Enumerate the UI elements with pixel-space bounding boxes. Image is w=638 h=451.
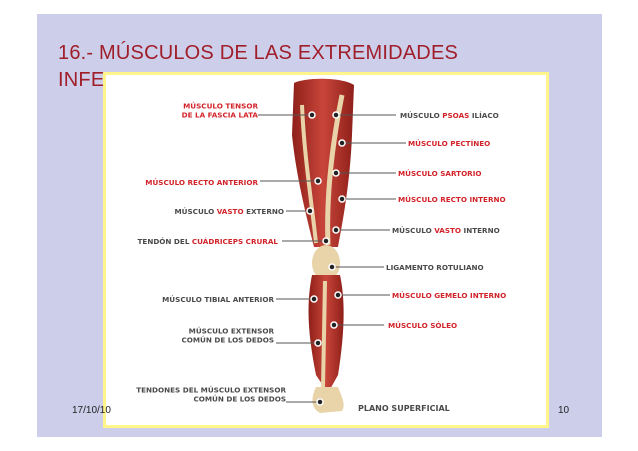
left-label-vasto-externo: MÚSCULO VASTO EXTERNO xyxy=(175,207,284,216)
label-text-segment: MÚSCULO xyxy=(400,111,442,120)
knee-patella xyxy=(312,245,340,281)
left-label-tendon-cuadriceps: TENDÓN DEL CUÁDRICEPS CRURAL xyxy=(138,237,279,246)
thigh-muscles xyxy=(292,78,354,248)
label-text-segment: VASTO xyxy=(217,207,244,216)
right-label-recto-interno: MÚSCULO RECTO INTERNO xyxy=(398,195,506,204)
right-label-pectineo: MÚSCULO PECTÍNEO xyxy=(408,139,490,148)
label-text-segment: PSOAS xyxy=(442,111,469,120)
label-text-segment: CUÁDRICEPS CRURAL xyxy=(192,237,279,246)
left-leader-lines xyxy=(258,114,326,403)
label-text-segment: MÚSCULO EXTENSOR xyxy=(189,327,275,336)
foot xyxy=(312,387,344,413)
label-text-segment: MÚSCULO GEMELO INTERNO xyxy=(392,291,506,300)
label-text-segment: LIGAMENTO ROTULIANO xyxy=(386,263,484,272)
right-label-ligamento: LIGAMENTO ROTULIANO xyxy=(386,263,484,272)
right-label-sartorio: MÚSCULO SARTORIO xyxy=(398,169,482,178)
right-label-vasto-interno: MÚSCULO VASTO INTERNO xyxy=(392,226,500,235)
label-text-segment: MÚSCULO RECTO INTERNO xyxy=(398,195,506,204)
fascia-lata-band xyxy=(300,104,318,244)
label-text-segment: MÚSCULO SÓLEO xyxy=(388,321,457,330)
left-label-recto-anterior: MÚSCULO RECTO ANTERIOR xyxy=(145,178,258,187)
right-leader-lines xyxy=(332,114,406,326)
slide-page-number: 10 xyxy=(558,405,570,416)
slide-date: 17/10/10 xyxy=(72,405,111,416)
sartorius-band xyxy=(325,94,345,246)
tibia-band xyxy=(321,280,327,388)
lower-leg-muscles xyxy=(308,275,344,393)
right-label-gemelo: MÚSCULO GEMELO INTERNO xyxy=(392,291,506,300)
label-text-segment: MÚSCULO RECTO ANTERIOR xyxy=(145,178,258,187)
label-text-segment: MÚSCULO TIBIAL ANTERIOR xyxy=(162,295,274,304)
label-text-segment: TENDONES DEL MÚSCULO EXTENSOR xyxy=(136,386,286,395)
label-text-segment: ILÍACO xyxy=(469,111,498,120)
label-text-segment: TENDÓN DEL xyxy=(138,237,192,246)
right-label-soleo: MÚSCULO SÓLEO xyxy=(388,321,457,330)
label-text-segment: MÚSCULO SARTORIO xyxy=(398,169,482,178)
label-text-segment: MÚSCULO PECTÍNEO xyxy=(408,139,490,148)
right-labels: MÚSCULO PSOAS ILÍACO MÚSCULO PECTÍNEO MÚSC… xyxy=(386,111,506,330)
label-text-segment: MÚSCULO xyxy=(392,226,434,235)
label-text-segment: EXTERNO xyxy=(244,207,284,216)
label-text-segment: COMÚN DE LOS DEDOS xyxy=(193,395,286,404)
right-label-psoas: MÚSCULO PSOAS ILÍACO xyxy=(400,111,499,120)
label-text-segment: MÚSCULO xyxy=(175,207,217,216)
label-text-segment: MÚSCULO TENSOR xyxy=(183,102,258,111)
label-text-segment: COMÚN DE LOS DEDOS xyxy=(181,336,274,345)
figure-caption: PLANO SUPERFICIAL xyxy=(358,404,450,413)
pointer-dots xyxy=(306,111,346,406)
left-label-tibial-anterior: MÚSCULO TIBIAL ANTERIOR xyxy=(162,295,274,304)
label-text-segment: DE LA FASCIA LATA xyxy=(182,111,259,120)
label-text-segment: INTERNO xyxy=(461,226,500,235)
label-text-segment: VASTO xyxy=(434,226,461,235)
